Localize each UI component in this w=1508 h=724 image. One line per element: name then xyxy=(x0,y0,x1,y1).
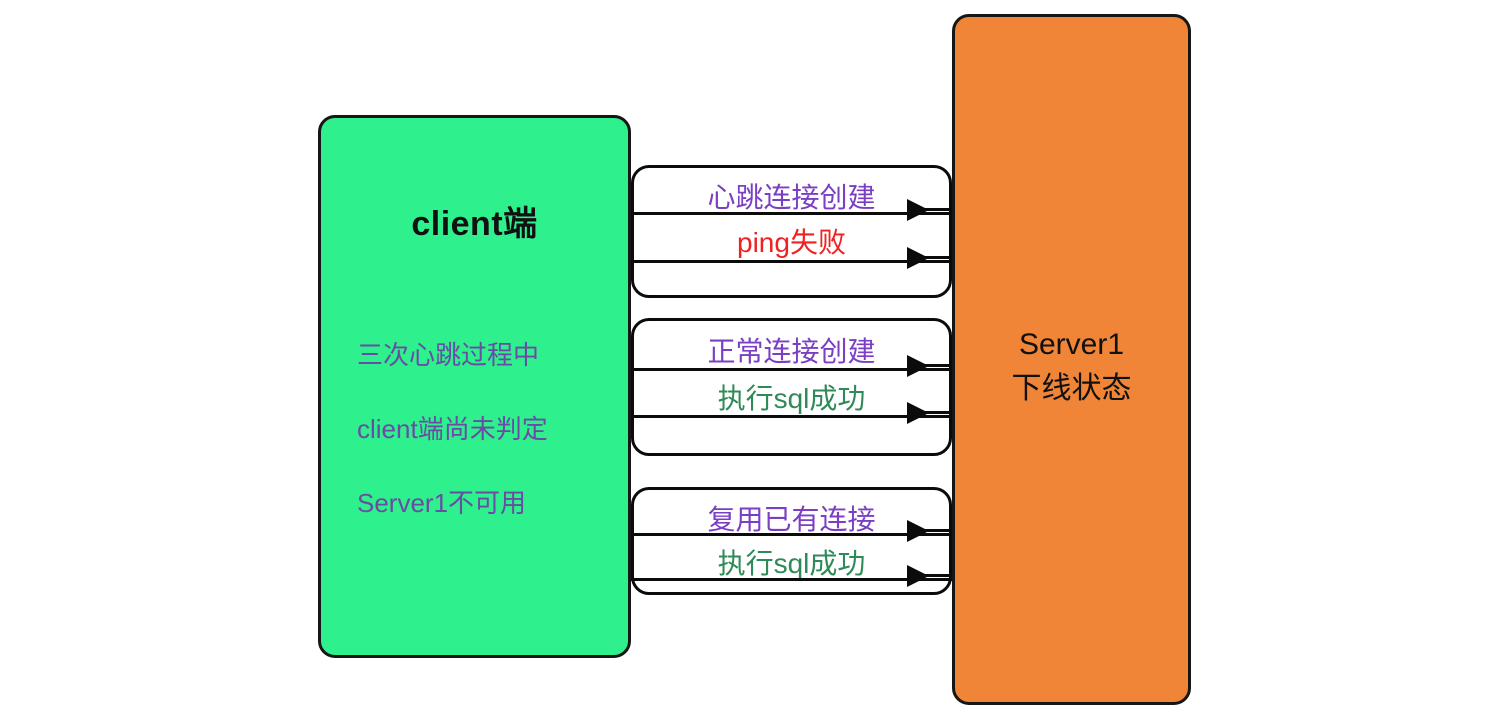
message-group-3[interactable]: 复用已有连接 执行sql成功 xyxy=(631,487,952,595)
message-label-sql-success-2: 执行sql成功 xyxy=(717,548,866,579)
message-group-2[interactable]: 正常连接创建 执行sql成功 xyxy=(631,318,952,456)
arrow-head-3-1 xyxy=(907,520,929,542)
server-node[interactable]: Server1 下线状态 xyxy=(952,14,1191,705)
message-separator-3-2 xyxy=(631,578,952,581)
message-separator-3-1 xyxy=(631,533,952,536)
message-separator-1-2 xyxy=(631,260,952,263)
arrow-head-2-2 xyxy=(907,402,929,424)
arrow-shaft-2-2 xyxy=(925,411,955,414)
message-separator-1-1 xyxy=(631,212,952,215)
message-label-sql-success-1: 执行sql成功 xyxy=(717,383,866,414)
arrow-shaft-2-1 xyxy=(925,364,955,367)
client-note-line-3: Server1不可用 xyxy=(357,488,527,518)
message-label-reuse-connection: 复用已有连接 xyxy=(707,504,876,535)
server-node-status: 下线状态 xyxy=(1011,372,1132,405)
server-node-name: Server1 xyxy=(1018,328,1125,361)
arrow-head-3-2 xyxy=(907,565,929,587)
arrow-shaft-1-2 xyxy=(925,256,955,259)
server-node-label: Server1 下线状态 xyxy=(955,323,1188,411)
arrow-shaft-1-1 xyxy=(925,208,955,211)
client-node[interactable]: client端 三次心跳过程中 client端尚未判定 Server1不可用 xyxy=(318,115,631,658)
arrow-head-1-2 xyxy=(907,247,929,269)
message-label-ping-fail: ping失败 xyxy=(737,227,846,258)
message-label-heartbeat-create: 心跳连接创建 xyxy=(707,182,876,213)
arrow-head-2-1 xyxy=(907,355,929,377)
client-node-title: client端 xyxy=(411,205,538,243)
client-note-line-2: client端尚未判定 xyxy=(357,414,548,444)
message-separator-2-1 xyxy=(631,368,952,371)
arrow-shaft-3-2 xyxy=(925,574,955,577)
message-separator-2-2 xyxy=(631,415,952,418)
arrow-head-1-1 xyxy=(907,199,929,221)
message-label-normal-connect-create: 正常连接创建 xyxy=(707,336,876,367)
arrow-shaft-3-1 xyxy=(925,529,955,532)
message-group-1[interactable]: 心跳连接创建 ping失败 xyxy=(631,165,952,298)
client-note-line-1: 三次心跳过程中 xyxy=(357,340,540,370)
client-node-note: 三次心跳过程中 client端尚未判定 Server1不可用 xyxy=(357,300,606,559)
